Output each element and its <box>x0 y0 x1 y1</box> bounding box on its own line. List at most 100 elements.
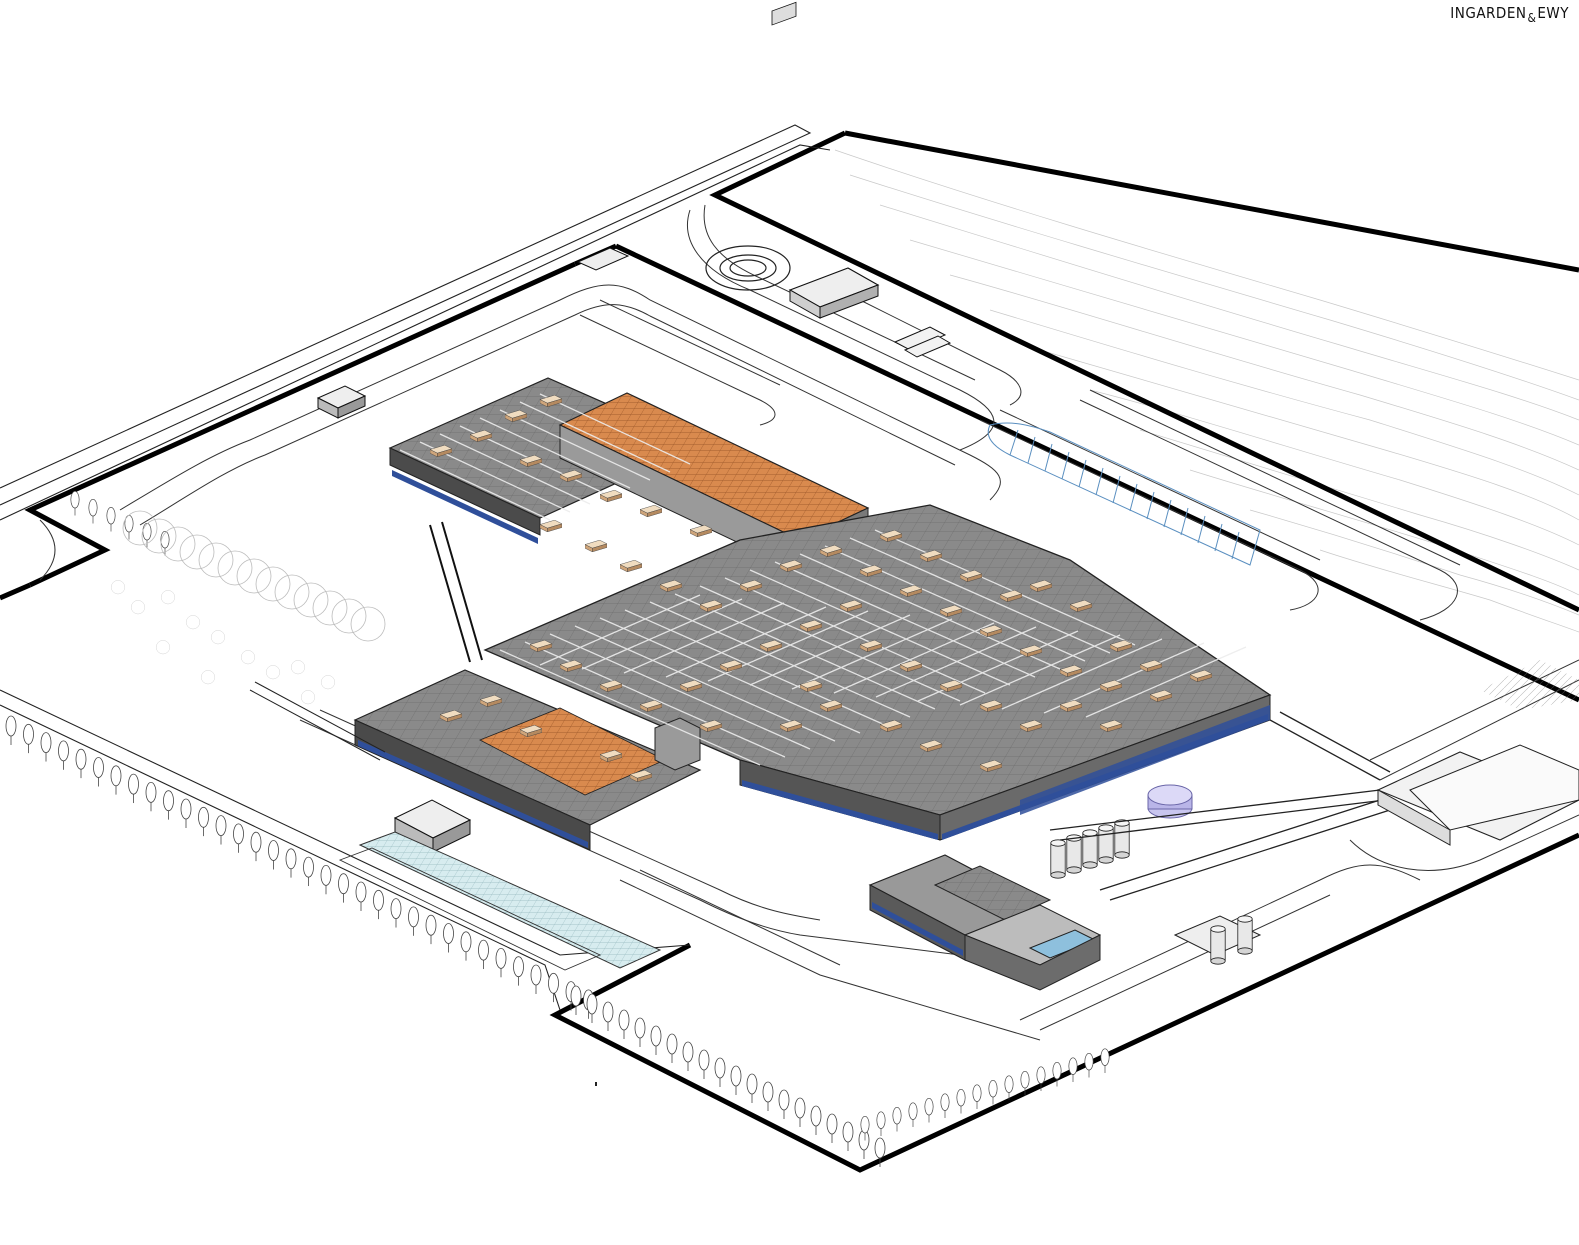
tree-icon <box>666 1033 678 1063</box>
tree-icon <box>250 831 262 862</box>
pipe-run <box>665 606 827 678</box>
pipe-run <box>959 634 1121 706</box>
outer-road-lines <box>0 124 831 1011</box>
tree-icon <box>106 506 116 532</box>
brand-name-left: INGARDEN <box>1450 4 1527 22</box>
tree-icon <box>40 732 52 762</box>
pipe-run <box>849 537 1111 654</box>
tree-icon <box>698 1049 710 1079</box>
brand-ampersand: & <box>1527 11 1537 25</box>
tree-icon <box>233 823 244 853</box>
gatehouse-north <box>771 1 880 319</box>
brand-logo: INGARDEN&EWY <box>1450 4 1569 25</box>
utilities-building <box>868 854 1102 991</box>
round-tree-icon <box>291 660 305 675</box>
pipe-run <box>549 633 811 750</box>
tank-icon <box>1114 819 1130 859</box>
tree-icon <box>972 1084 982 1110</box>
tree-icon <box>198 806 209 837</box>
round-tree-icon <box>201 670 215 685</box>
tree-icon <box>778 1089 790 1119</box>
tree-icon <box>530 964 542 994</box>
parking-canopy-solar <box>338 831 662 971</box>
round-tree-cluster <box>111 510 386 705</box>
pipe-run <box>799 553 1061 670</box>
pipe-run <box>824 545 1086 662</box>
round-tree-icon <box>217 550 253 586</box>
terrain-contours <box>834 149 1579 633</box>
equipment-crate <box>585 540 607 552</box>
roundabout-icon <box>705 245 791 291</box>
tree-icon <box>826 1113 838 1143</box>
equipment-crate <box>540 520 562 532</box>
tree-icon <box>460 931 472 961</box>
tree-icon <box>762 1081 774 1111</box>
survey-mark <box>595 1082 597 1086</box>
tree-icon <box>75 748 87 779</box>
pipe-run <box>649 601 911 718</box>
tree-icon <box>940 1093 950 1119</box>
round-tree-icon <box>111 580 125 595</box>
pipe-bridge-east <box>1049 711 1391 901</box>
tree-icon <box>618 1009 630 1039</box>
tree-icon <box>876 1111 886 1137</box>
tree-icon <box>892 1106 902 1132</box>
tree-icon <box>180 798 192 828</box>
small-shed-north <box>576 247 630 271</box>
tree-icon <box>794 1097 806 1127</box>
violet-storage-tanks <box>1147 784 1193 819</box>
covered-walkway <box>429 521 483 663</box>
water-tanks <box>1173 915 1262 965</box>
pipe-run <box>623 602 785 674</box>
tree-icon <box>495 948 507 978</box>
tree-icon <box>124 514 134 540</box>
pipe-run <box>833 622 995 694</box>
tree-icon <box>924 1097 934 1123</box>
tree-icon <box>93 757 104 787</box>
tree-icon <box>390 898 402 928</box>
pipe-run <box>1001 638 1163 710</box>
tree-icon <box>285 848 297 878</box>
truck-yard-vehicles <box>893 326 952 358</box>
tree-icon <box>1068 1057 1078 1083</box>
tree-icon <box>858 1129 870 1159</box>
tree-icon <box>842 1121 854 1151</box>
tree-icon <box>163 790 174 820</box>
factory-complex <box>353 377 1272 927</box>
round-tree-icon <box>266 665 280 680</box>
pipe-run <box>519 401 671 473</box>
tree-icon <box>128 773 139 804</box>
pipe-run <box>599 617 861 734</box>
round-tree-icon <box>211 630 225 645</box>
pipe-run <box>499 649 761 766</box>
tree-icon <box>268 840 279 870</box>
pipe-run <box>699 585 961 702</box>
tree-icon <box>145 782 157 812</box>
tree-icon <box>746 1073 758 1103</box>
round-tree-icon <box>321 675 335 690</box>
tree-icon <box>1084 1052 1094 1078</box>
tree-icon <box>988 1079 998 1105</box>
paved-areas <box>1480 660 1579 710</box>
tree-icon <box>408 906 419 936</box>
pipe-run <box>399 449 551 521</box>
tank-icon <box>1066 834 1082 874</box>
equipment-crate <box>640 505 662 517</box>
equipment-crate <box>600 490 622 502</box>
tree-icon <box>443 923 454 953</box>
round-tree-icon <box>350 606 386 642</box>
pipe-run <box>1085 646 1247 718</box>
north-wing-facade-west <box>389 447 541 536</box>
tree-icon <box>5 715 17 745</box>
round-tree-icon <box>156 640 170 655</box>
tree-icon <box>58 740 69 770</box>
gatehouse-south <box>393 799 472 853</box>
tree-icon <box>714 1057 726 1087</box>
round-tree-icon <box>179 534 215 570</box>
tree-icon <box>478 939 489 970</box>
guardhouse-west <box>316 385 367 419</box>
pipe-run <box>874 529 1136 646</box>
tree-icon <box>70 490 80 516</box>
round-tree-icon <box>312 590 348 626</box>
